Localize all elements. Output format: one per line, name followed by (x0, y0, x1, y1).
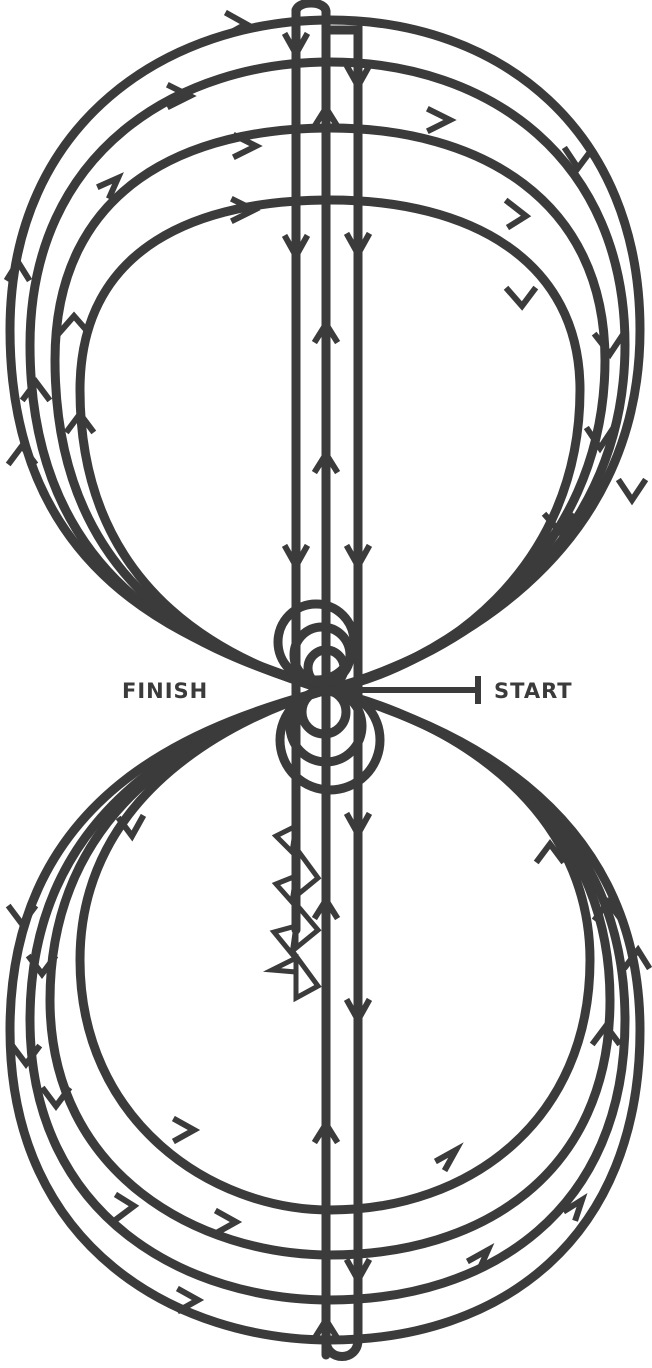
start-label: START (494, 679, 573, 703)
arrow-icon (120, 818, 142, 836)
arrow-icon (620, 482, 644, 500)
triangle-icon (276, 876, 296, 902)
arrow-icon (236, 136, 256, 156)
triangle-markers (272, 826, 318, 998)
arrow-icon (438, 1150, 456, 1168)
finish-label: FINISH (122, 679, 208, 703)
arrow-icon (508, 202, 526, 226)
arrow-icon (60, 316, 88, 332)
arrow-icon (218, 1212, 236, 1232)
arrow-icon (180, 1290, 198, 1310)
triangle-icon (272, 958, 296, 972)
arrow-icon (176, 1120, 194, 1140)
arrow-icon (44, 1090, 68, 1106)
arrow-icon (10, 908, 34, 924)
triangle-icon (276, 826, 296, 852)
arrow-icon (430, 110, 450, 130)
triangle-icon (296, 956, 318, 998)
arrow-icon (118, 1196, 134, 1218)
arrow-icon (508, 290, 534, 306)
